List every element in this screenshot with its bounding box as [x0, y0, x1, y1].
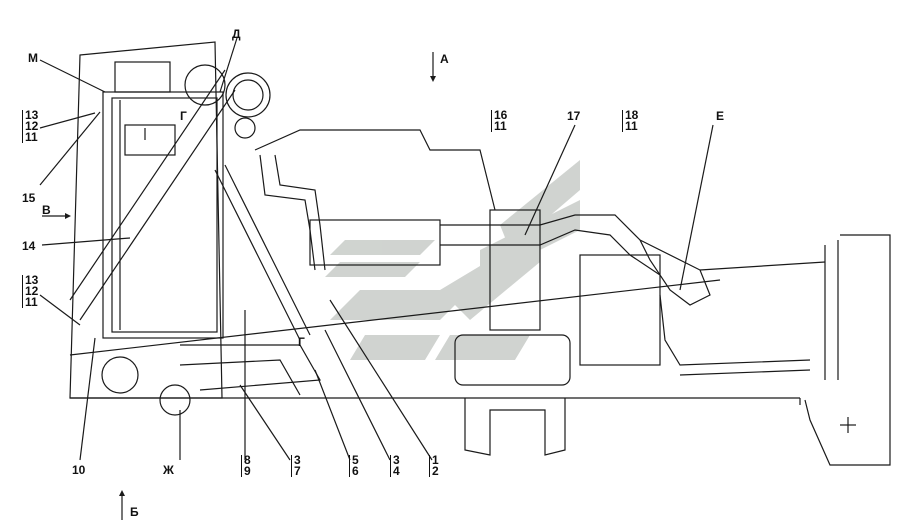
callout-v: В [42, 203, 51, 217]
stack-16-11: 16 11 [491, 108, 508, 133]
stack-item: 12 [25, 284, 39, 298]
stack-item: 8 [244, 453, 251, 467]
stack-item: 11 [25, 130, 38, 144]
stack-item: 12 [25, 119, 39, 133]
callout-g-bottom: Г [298, 335, 305, 349]
callout-m: М [28, 51, 38, 65]
stack-item: 13 [25, 108, 39, 122]
stack-item: 1 [432, 453, 439, 467]
stack-3-7: 3 7 [291, 453, 301, 478]
stack-1-2: 1 2 [429, 453, 439, 478]
drawing-lines [39, 37, 891, 520]
label-15: 15 [22, 191, 36, 205]
stack-item: 11 [494, 119, 507, 133]
stack-item: 11 [25, 295, 38, 309]
callout-b: Б [130, 505, 139, 519]
callout-e: Е [716, 109, 725, 123]
label-10: 10 [72, 463, 86, 477]
label-17: 17 [567, 109, 581, 123]
stack-item: 11 [625, 119, 638, 133]
stack-item: 3 [393, 453, 400, 467]
callout-d: Д [232, 27, 241, 41]
stack-item: 7 [294, 464, 301, 478]
stack-item: 6 [352, 464, 359, 478]
watermark-logo [325, 160, 580, 360]
callout-a: А [440, 52, 449, 66]
stack-item: 16 [494, 108, 508, 122]
stack-item: 5 [352, 453, 359, 467]
stack-item: 4 [393, 464, 400, 478]
stack-item: 13 [25, 273, 39, 287]
stack-item: 2 [432, 464, 439, 478]
stack-left-upper: 13 12 11 [22, 108, 39, 144]
stack-3-4: 3 4 [390, 453, 400, 478]
stack-item: 18 [625, 108, 639, 122]
callout-zh: Ж [163, 463, 174, 477]
label-14: 14 [22, 239, 36, 253]
stack-item: 9 [244, 464, 251, 478]
stack-8-9: 8 9 [241, 453, 251, 478]
callout-g-top: Г [180, 109, 187, 123]
stack-18-11: 18 11 [622, 108, 639, 133]
stack-5-6: 5 6 [349, 453, 359, 478]
stack-item: 3 [294, 453, 301, 467]
stack-left-lower: 13 12 11 [22, 273, 39, 309]
arrowheads [65, 76, 436, 496]
